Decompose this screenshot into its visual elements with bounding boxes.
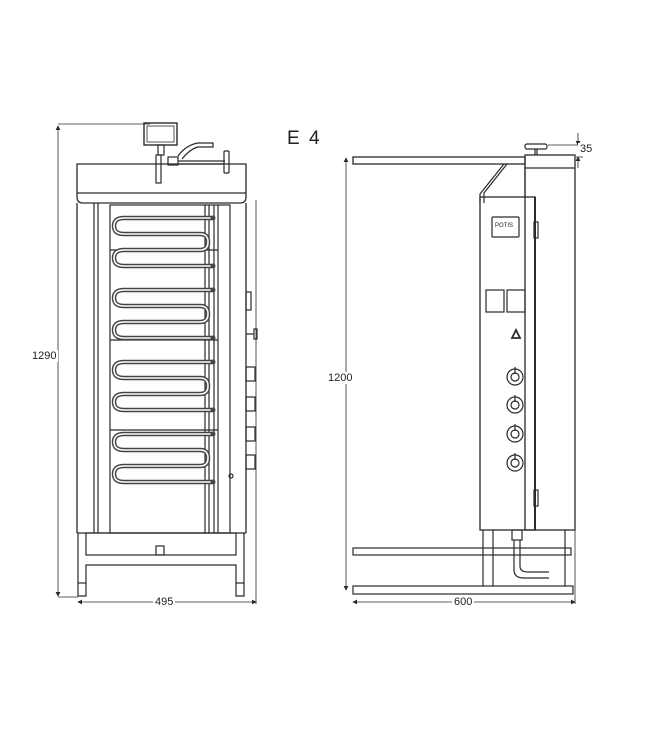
column-housing [524,154,576,531]
dimension-label-600: 600 [452,596,475,608]
switch-1 [485,289,505,313]
knob-1 [245,366,256,382]
model-title: E 4 [287,128,322,149]
side-view [343,133,583,605]
potis-label-box [491,216,520,238]
control-panel [479,196,539,531]
knob-3 [245,426,256,442]
potis-label: POTIS [495,223,514,229]
dimension-depth-600 [352,530,576,605]
switch-2 [506,289,526,313]
indicator-dot [228,473,234,479]
side-base [352,529,574,595]
top-control-box [143,122,230,184]
front-side-controls [228,291,258,479]
knob-4 [245,454,256,470]
gas-connector [511,529,523,541]
heating-coils [111,215,216,485]
top-rail [352,156,526,203]
dimension-width-495 [77,200,257,605]
dimension-label-495: 495 [153,596,176,608]
top-knob [524,133,583,168]
top-hood [76,163,247,204]
base-stand [77,532,245,597]
dimension-label-1290: 1290 [30,350,59,362]
dimension-label-1200: 1200 [326,372,355,384]
knob-2 [245,396,256,412]
front-view [55,122,258,605]
control-knobs [506,367,524,472]
dimension-label-35: 35 [578,143,595,155]
switch [245,291,252,311]
warning-lamp [510,327,522,339]
gas-valve-handle [246,328,258,340]
